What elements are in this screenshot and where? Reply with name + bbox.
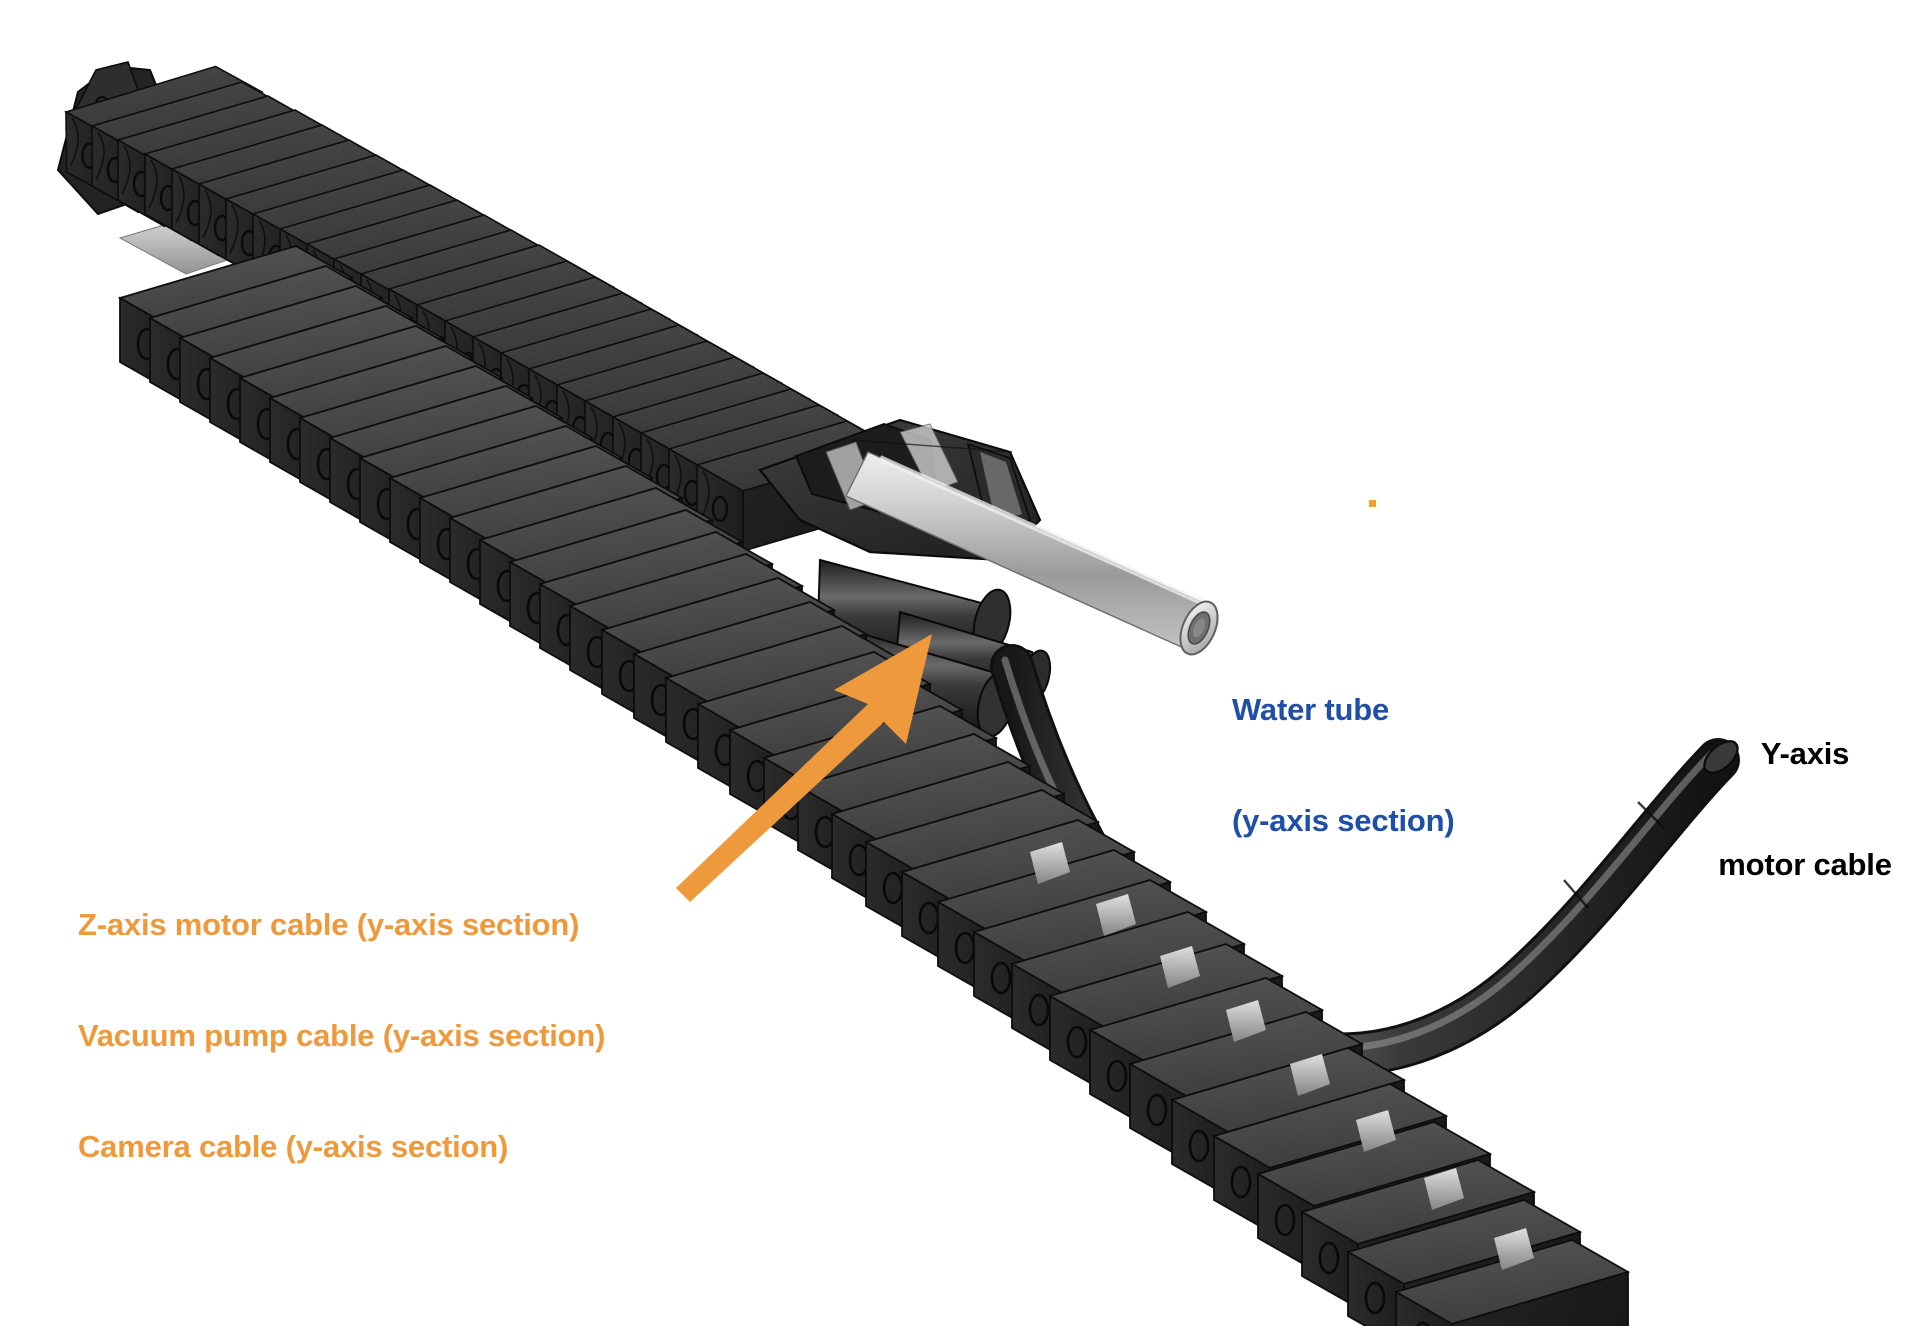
label-water-tube-line1: Water tube <box>1232 692 1390 728</box>
stray-dot-artifact <box>1369 500 1376 507</box>
label-y-motor-line2: motor cable <box>1718 847 1892 883</box>
label-water-tube-line2: (y-axis section) <box>1232 803 1455 839</box>
cable-group-label: Z-axis motor cable (y-axis section) Vacu… <box>78 836 605 1240</box>
y-axis-motor-cable-label: Y-axis motor cable <box>1700 665 1910 958</box>
water-tube-label: Water tube (y-axis section) <box>1232 621 1455 914</box>
label-y-motor-line1: Y-axis <box>1760 736 1850 772</box>
lower-chain-run <box>118 244 1630 1326</box>
label-vacuum-pump-cable: Vacuum pump cable (y-axis section) <box>78 1018 606 1054</box>
cable-callout-arrow <box>676 634 932 902</box>
label-camera-cable: Camera cable (y-axis section) <box>78 1129 509 1165</box>
label-z-axis-motor-cable: Z-axis motor cable (y-axis section) <box>78 907 580 943</box>
lower-chain-separators <box>1030 842 1534 1270</box>
water-tube <box>845 451 1219 656</box>
